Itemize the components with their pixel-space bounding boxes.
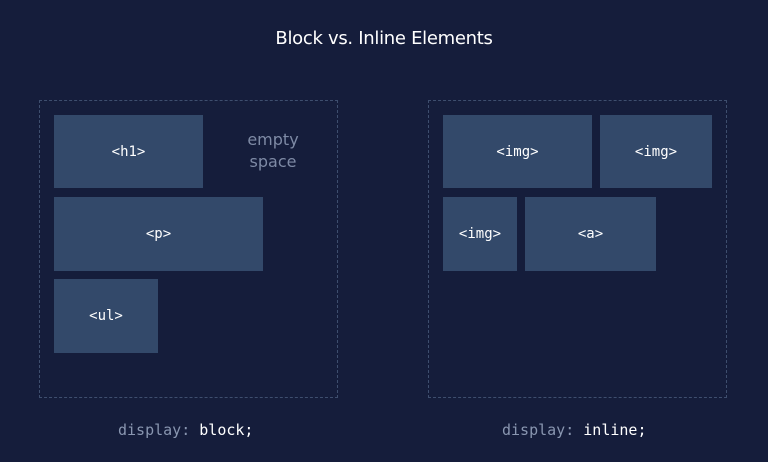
block-caption-value: block; [199,421,254,439]
empty-space-line-2: space [249,152,297,171]
img-inline-1: <img> [443,115,592,188]
empty-space-label: empty space [237,129,309,173]
inline-panel [428,100,727,398]
diagram-title: Block vs. Inline Elements [275,28,493,49]
ul-block: <ul> [54,279,158,353]
block-panel [39,100,338,398]
h1-block: <h1> [54,115,203,188]
inline-caption: display: inline; [502,421,647,439]
a-inline: <a> [525,197,656,271]
block-caption-property: display: [118,421,191,439]
img-inline-3: <img> [443,197,517,271]
empty-space-line-1: empty [247,130,299,149]
p-block: <p> [54,197,263,271]
block-caption: display: block; [118,421,253,439]
inline-caption-property: display: [502,421,575,439]
img-inline-2: <img> [600,115,712,188]
inline-caption-value: inline; [583,421,647,439]
